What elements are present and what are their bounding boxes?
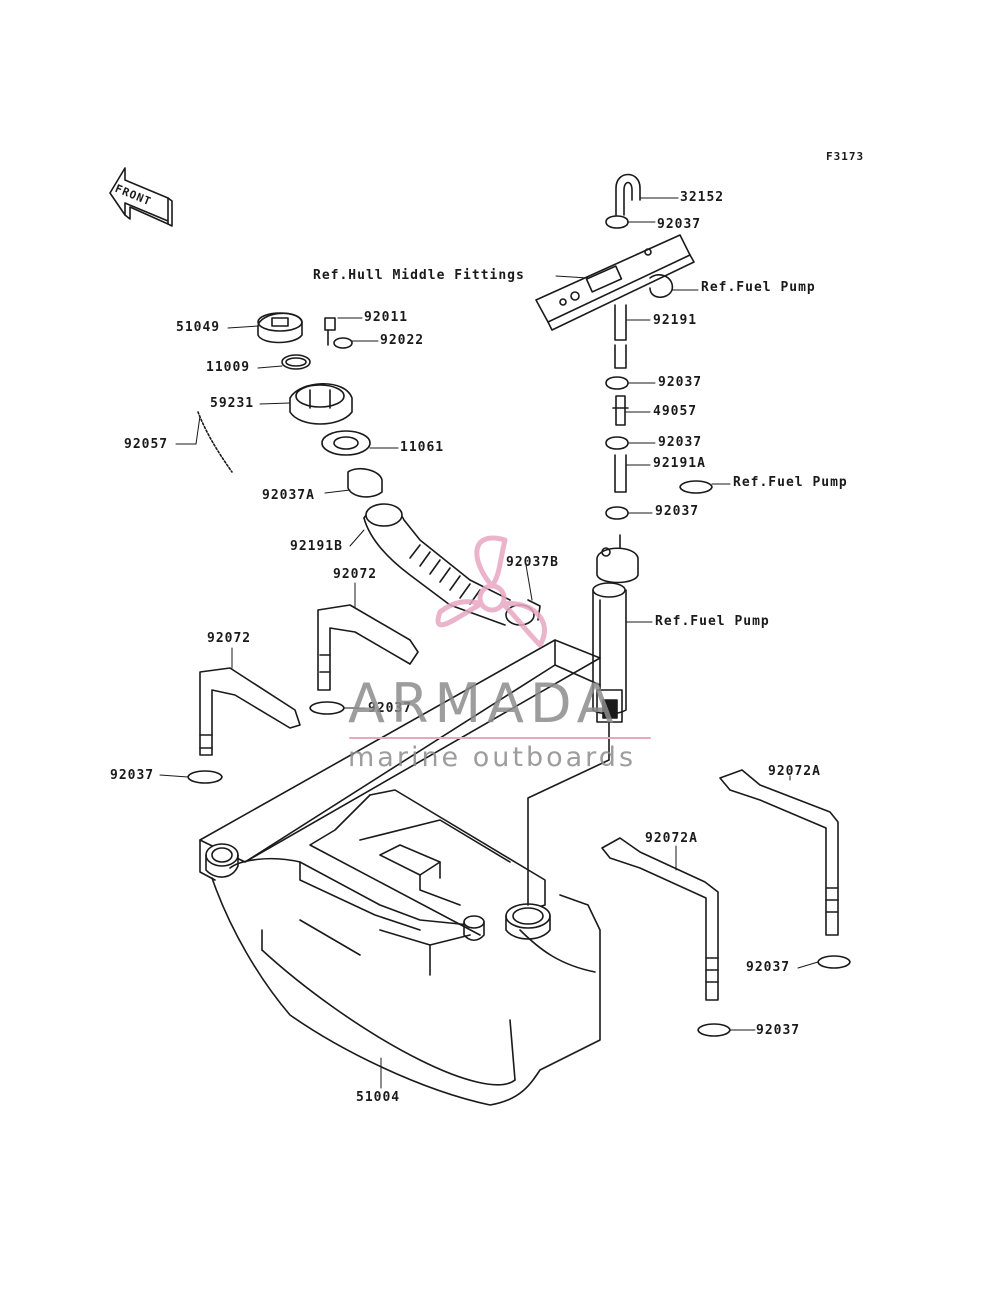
watermark-tagline: marine outboards <box>348 742 637 773</box>
part-label-92072: 92072 <box>333 567 378 582</box>
part-label-59231: 59231 <box>210 396 255 411</box>
part-label-11009: 11009 <box>206 360 251 375</box>
part-label-49057: 49057 <box>653 404 698 419</box>
part-label-92072: 92072 <box>207 631 252 646</box>
part-label-92022: 92022 <box>380 333 425 348</box>
ref-fuel-pump: Ref.Fuel Pump <box>733 475 848 490</box>
ref-hull-middle-fittings: Ref.Hull Middle Fittings <box>313 268 525 283</box>
part-label-92037: 92037 <box>746 960 791 975</box>
tank-straps-right <box>601 769 839 1001</box>
part-label-92191: 92191 <box>653 313 698 328</box>
fuel-tank <box>199 639 601 1106</box>
pump-leader-line <box>527 721 610 906</box>
part-label-92037: 92037 <box>658 435 703 450</box>
hull-middle-fitting-plate <box>535 234 695 331</box>
ref-fuel-pump: Ref.Fuel Pump <box>701 280 816 295</box>
part-label-92191A: 92191A <box>653 456 706 471</box>
part-label-92037: 92037 <box>110 768 155 783</box>
part-label-51049: 51049 <box>176 320 221 335</box>
part-label-51004: 51004 <box>356 1090 401 1105</box>
part-label-11061: 11061 <box>400 440 445 455</box>
part-label-92037: 92037 <box>368 701 413 716</box>
figure-code: F3173 <box>826 150 865 163</box>
tank-straps-left <box>199 604 419 756</box>
part-label-92037A: 92037A <box>262 488 315 503</box>
part-label-92011: 92011 <box>364 310 409 325</box>
part-label-32152: 32152 <box>680 190 725 205</box>
part-label-92072A: 92072A <box>768 764 821 779</box>
fuel-line-stack <box>605 173 641 520</box>
ref-fuel-pump: Ref.Fuel Pump <box>655 614 770 629</box>
part-label-92037: 92037 <box>658 375 703 390</box>
part-label-92037B: 92037B <box>506 555 559 570</box>
front-arrow-icon <box>109 167 173 227</box>
part-label-92057: 92057 <box>124 437 169 452</box>
part-label-92037: 92037 <box>655 504 700 519</box>
leader-lines <box>159 197 819 1089</box>
filler-hose <box>347 468 541 626</box>
part-label-92191B: 92191B <box>290 539 343 554</box>
armada-logo-icon <box>435 535 547 648</box>
part-label-92072A: 92072A <box>645 831 698 846</box>
part-label-92037: 92037 <box>756 1023 801 1038</box>
part-label-92037: 92037 <box>657 217 702 232</box>
watermark-brand: ARMADA <box>348 672 620 735</box>
filler-cap-group <box>197 312 371 473</box>
fuel-pump-assembly <box>592 534 639 723</box>
